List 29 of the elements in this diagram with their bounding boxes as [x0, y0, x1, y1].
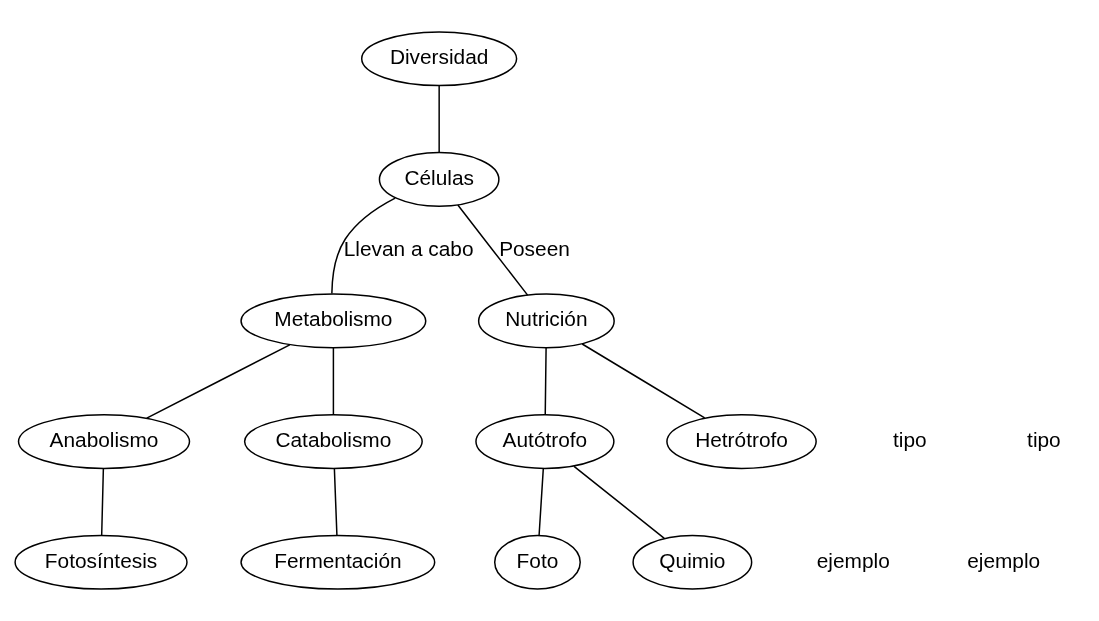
node-ellipse: Fermentación	[240, 534, 436, 590]
node-ellipse: Nutrición	[477, 293, 615, 349]
connector	[544, 347, 547, 416]
node-ellipse: Células	[378, 151, 500, 207]
edge-label: Llevan a cabo	[343, 236, 474, 260]
node-ellipse: Metabolismo	[240, 293, 427, 349]
node-ellipse: Catabolismo	[243, 414, 423, 470]
connector	[538, 467, 545, 536]
node-ellipse: Autótrofo	[475, 414, 615, 470]
node-ellipse: Anabolismo	[17, 414, 191, 470]
connector	[332, 347, 335, 416]
connector	[100, 467, 105, 536]
node-ellipse: Quimio	[632, 534, 753, 590]
connector	[331, 197, 396, 295]
label: ejemplo	[816, 548, 890, 572]
connector	[146, 344, 291, 419]
connector	[457, 204, 529, 296]
connector	[581, 343, 706, 419]
connector	[333, 467, 338, 536]
label: tipo	[893, 428, 927, 452]
node-ellipse: Diversidad	[360, 31, 518, 87]
label: tipo	[1027, 428, 1061, 452]
label: ejemplo	[967, 548, 1041, 572]
connector	[438, 85, 440, 154]
node-ellipse: Foto	[493, 534, 581, 590]
edge-label: Poseen	[499, 236, 570, 260]
node-ellipse: Fotosíntesis	[14, 534, 188, 590]
connector	[573, 465, 666, 540]
node-ellipse: Hetrótrofo	[666, 414, 817, 470]
